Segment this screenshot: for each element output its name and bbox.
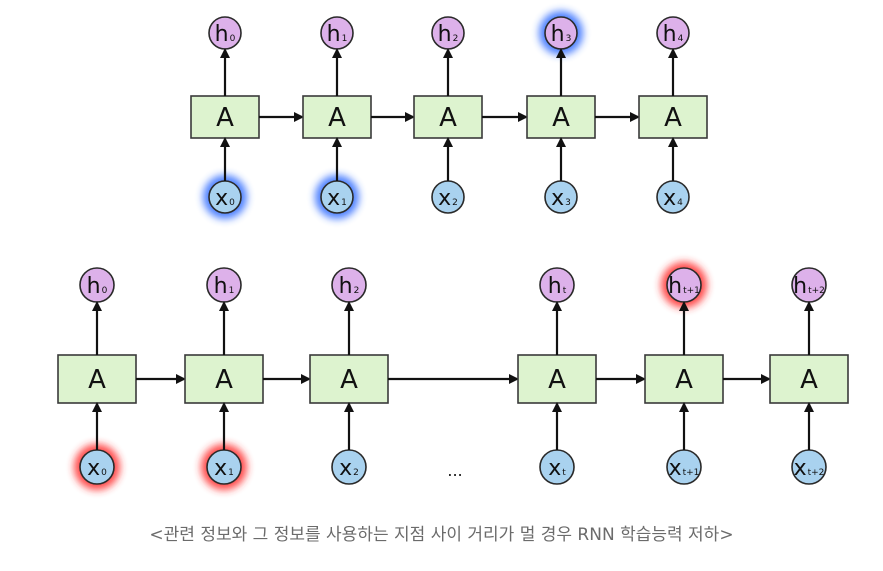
top-cell-label-0: A bbox=[216, 103, 234, 133]
bottom-input-node-0-label: x0 bbox=[87, 456, 107, 481]
top-cell-2: A bbox=[413, 95, 483, 139]
bottom-cell-box-4 bbox=[644, 354, 724, 404]
top-input-node-4-label: x4 bbox=[663, 186, 683, 211]
top-input-node-1: x1 bbox=[315, 175, 359, 219]
top-output-node-0: h0 bbox=[208, 16, 242, 50]
top-output-node-0-label: h0 bbox=[215, 22, 236, 47]
top-cell-1: A bbox=[302, 95, 372, 139]
bottom-output-node-3: ht bbox=[539, 267, 575, 303]
top-output-node-4: h4 bbox=[656, 16, 690, 50]
bottom-output-node-5-label: ht+2 bbox=[793, 274, 825, 299]
bottom-cell-label-1: A bbox=[215, 365, 233, 395]
top-input-node-0-label: x0 bbox=[215, 186, 235, 211]
top-output-node-1: h1 bbox=[320, 16, 354, 50]
top-input-node-3: x3 bbox=[544, 180, 578, 214]
bottom-cell-label-2: A bbox=[340, 365, 358, 395]
top-cell-0: A bbox=[190, 95, 260, 139]
top-output-node-3-label: h3 bbox=[551, 22, 572, 47]
top-cell-box-0 bbox=[190, 95, 260, 139]
bottom-output-node-4-label: ht+1 bbox=[668, 274, 700, 299]
bottom-input-node-5: xt+2 bbox=[791, 449, 827, 485]
bottom-input-node-5-label: xt+2 bbox=[794, 456, 825, 481]
top-cell-label-1: A bbox=[328, 103, 346, 133]
top-cell-box-4 bbox=[638, 95, 708, 139]
top-cell-4: A bbox=[638, 95, 708, 139]
bottom-input-node-3-label: xt bbox=[548, 456, 566, 481]
bottom-input-node-4: xt+1 bbox=[666, 449, 702, 485]
bottom-cell-label-4: A bbox=[675, 365, 693, 395]
top-cell-label-4: A bbox=[664, 103, 682, 133]
bottom-cell-4: A bbox=[644, 354, 724, 404]
top-output-node-2: h2 bbox=[431, 16, 465, 50]
top-input-node-2: x2 bbox=[431, 180, 465, 214]
bottom-input-node-1: x1 bbox=[201, 444, 247, 490]
bottom-output-node-1-label: h1 bbox=[214, 274, 235, 299]
bottom-input-node-1-label: x1 bbox=[214, 456, 234, 481]
bottom-output-node-2-label: h2 bbox=[339, 274, 360, 299]
bottom-output-node-4: ht+1 bbox=[661, 262, 707, 308]
top-input-node-0: x0 bbox=[203, 175, 247, 219]
top-cell-label-2: A bbox=[439, 103, 457, 133]
bottom-cell-label-3: A bbox=[548, 365, 566, 395]
top-output-node-1-label: h1 bbox=[327, 22, 348, 47]
top-output-node-4-label: h4 bbox=[663, 22, 684, 47]
bottom-input-node-2: x2 bbox=[331, 449, 367, 485]
bottom-output-node-2: h2 bbox=[331, 267, 367, 303]
bottom-output-node-0: h0 bbox=[79, 267, 115, 303]
top-input-node-4: x4 bbox=[656, 180, 690, 214]
bottom-input-node-3: xt bbox=[539, 449, 575, 485]
diagram-caption: <관련 정보와 그 정보를 사용하는 지점 사이 거리가 멀 경우 RNN 학습… bbox=[149, 525, 734, 545]
top-cell-label-3: A bbox=[552, 103, 570, 133]
bottom-output-node-0-label: h0 bbox=[87, 274, 108, 299]
top-input-node-3-label: x3 bbox=[551, 186, 571, 211]
bottom-cell-2: A bbox=[309, 354, 389, 404]
bottom-output-node-3-label: ht bbox=[548, 274, 567, 299]
bottom-input-node-0: x0 bbox=[74, 444, 120, 490]
bottom-cell-0: A bbox=[57, 354, 137, 404]
top-cell-3: A bbox=[526, 95, 596, 139]
bottom-output-node-1: h1 bbox=[206, 267, 242, 303]
bottom-cell-label-5: A bbox=[800, 365, 818, 395]
top-output-node-3: h3 bbox=[539, 11, 583, 55]
bottom-cell-1: A bbox=[184, 354, 264, 404]
bottom-gap-ellipsis: ... bbox=[447, 461, 462, 480]
bottom-cell-3: A bbox=[517, 354, 597, 404]
bottom-input-node-4-label: xt+1 bbox=[669, 456, 700, 481]
bottom-output-node-5: ht+2 bbox=[791, 267, 827, 303]
bottom-cell-5: A bbox=[769, 354, 849, 404]
bottom-input-node-2-label: x2 bbox=[339, 456, 359, 481]
bottom-cell-label-0: A bbox=[88, 365, 106, 395]
top-input-node-1-label: x1 bbox=[327, 186, 347, 211]
top-input-node-2-label: x2 bbox=[438, 186, 458, 211]
top-output-node-2-label: h2 bbox=[438, 22, 459, 47]
top-cell-box-2 bbox=[413, 95, 483, 139]
